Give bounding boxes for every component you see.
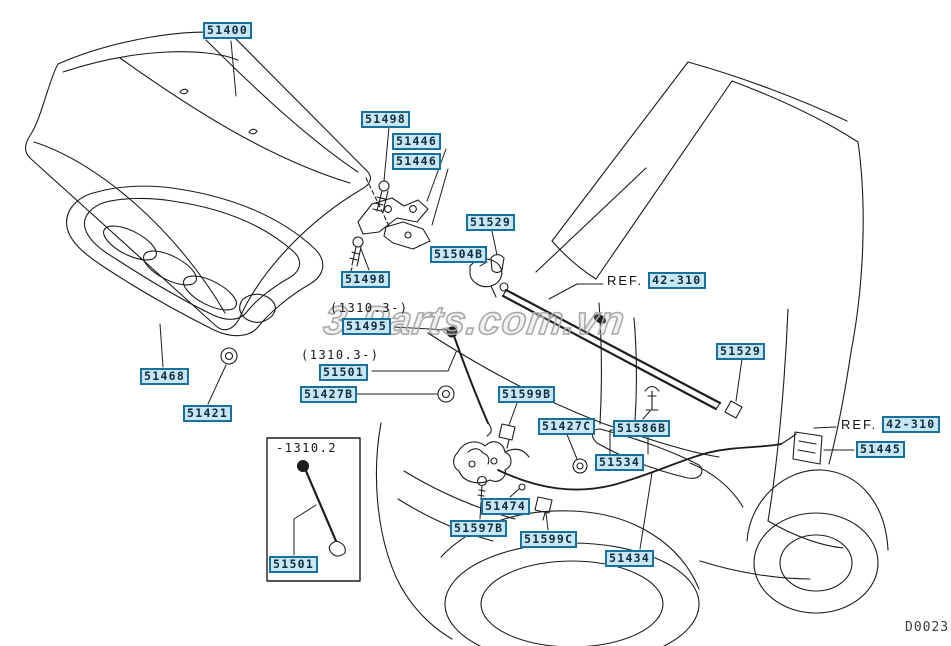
inset-date-note: -1310.2 — [276, 441, 338, 455]
date-note-top: (1310.3-) — [330, 301, 409, 315]
date-note-mid: (1310.3-) — [301, 348, 380, 362]
part-label-51529-top[interactable]: 51529 — [466, 214, 516, 231]
ref-prefix: REF. — [607, 273, 644, 288]
part-label-51474[interactable]: 51474 — [481, 498, 531, 515]
ref-note-bottom: REF. 42-310 — [841, 416, 940, 433]
part-label-51498-bottom[interactable]: 51498 — [341, 271, 391, 288]
part-label-51501-mid[interactable]: 51501 — [319, 364, 369, 381]
part-label-51495[interactable]: 51495 — [342, 318, 392, 335]
part-label-51400[interactable]: 51400 — [203, 22, 253, 39]
ref-code-link[interactable]: 42-310 — [648, 272, 706, 289]
part-label-51599c[interactable]: 51599C — [520, 531, 578, 548]
ref-note-top: REF. 42-310 — [607, 272, 706, 289]
part-label-51427c[interactable]: 51427C — [538, 418, 596, 435]
part-label-51468[interactable]: 51468 — [140, 368, 190, 385]
part-label-51534[interactable]: 51534 — [595, 454, 645, 471]
diagram-code: D0023 — [905, 620, 950, 635]
part-label-51599b[interactable]: 51599B — [498, 386, 556, 403]
part-label-51501-inset[interactable]: 51501 — [269, 556, 319, 573]
part-label-51597b[interactable]: 51597B — [450, 520, 508, 537]
part-label-51529-right[interactable]: 51529 — [716, 343, 766, 360]
part-label-51498-top[interactable]: 51498 — [361, 111, 411, 128]
ref-prefix: REF. — [841, 417, 878, 432]
part-label-51446-b[interactable]: 51446 — [392, 153, 442, 170]
part-label-51445[interactable]: 51445 — [856, 441, 906, 458]
ref-code-link[interactable]: 42-310 — [882, 416, 940, 433]
part-label-51504b[interactable]: 51504B — [430, 246, 488, 263]
part-label-51427b[interactable]: 51427B — [300, 386, 358, 403]
part-label-51586b[interactable]: 51586B — [613, 420, 671, 437]
part-label-51446-a[interactable]: 51446 — [392, 133, 442, 150]
part-label-51421[interactable]: 51421 — [183, 405, 233, 422]
part-label-51434[interactable]: 51434 — [605, 550, 655, 567]
